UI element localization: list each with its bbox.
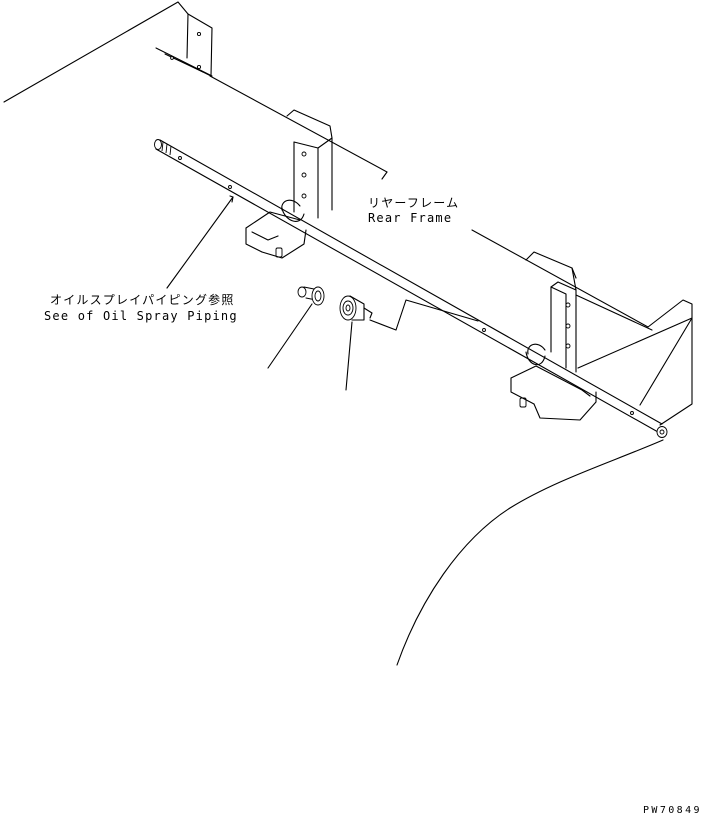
right-bracket [510, 281, 597, 421]
oil-spray-label-en: See of Oil Spray Piping [44, 309, 238, 323]
oil-spray-label-jp: オイルスプレイパイピング参照 [50, 292, 235, 307]
rear-frame-right-panel [471, 229, 693, 426]
rear-frame-label-jp: リヤーフレーム [368, 196, 459, 210]
pipe-clamps [281, 199, 546, 355]
oil-spray-pipe [154, 139, 668, 438]
fitting-large [339, 295, 373, 321]
frame-lower-curve [396, 439, 664, 666]
left-bracket [245, 109, 333, 259]
drawing-code: PW70849 [643, 805, 702, 816]
rear-frame-label-en: Rear Frame [368, 211, 452, 225]
leader-lines [166, 171, 479, 391]
rear-frame-left-panel [3, 1, 388, 173]
fitting-small [297, 286, 325, 306]
